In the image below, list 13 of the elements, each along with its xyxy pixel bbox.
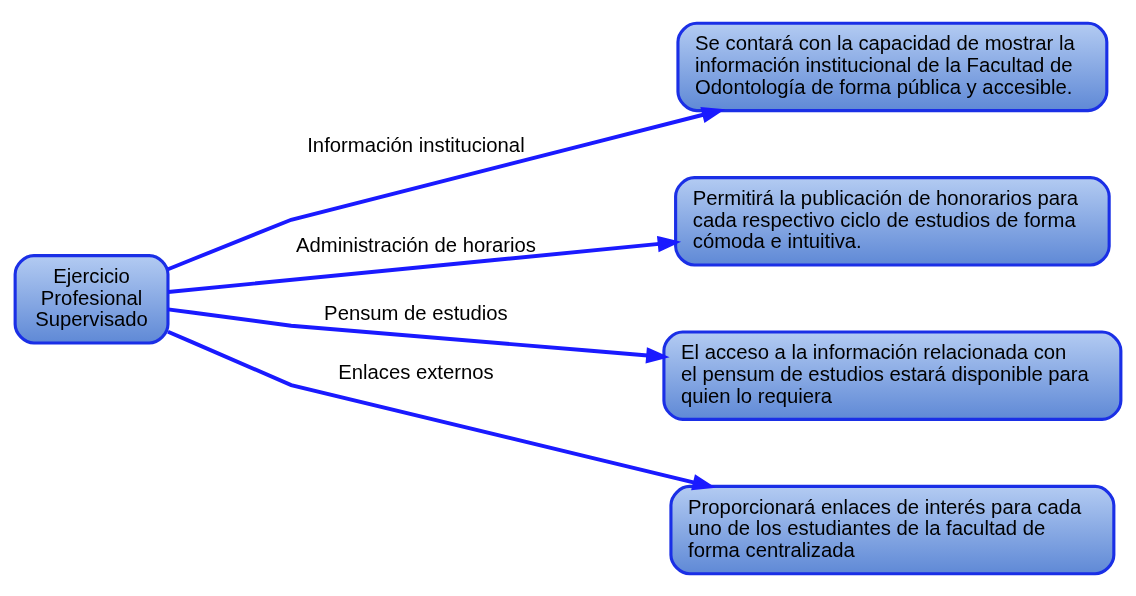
edge-label: Enlaces externos	[338, 360, 494, 383]
node-box: El acceso a la información relacionada con el pensum de estudios estará disponible para quien lo requiera	[662, 329, 1123, 421]
edge-label: Administración de horarios	[295, 233, 536, 256]
arrow	[167, 306, 670, 363]
edge-label: Pensum de estudios	[324, 301, 508, 324]
node-box: Se contará con la capacidad de mostrar la información institucional de la Facultad de Odontología de forma pública y accesible.	[676, 21, 1109, 112]
node-box: Proporcionará enlaces de interés para cada uno de los estudiantes de la facultad de forma centralizada	[669, 484, 1116, 575]
edge-label: Información institucional	[307, 133, 525, 156]
arrow	[167, 329, 716, 490]
node-box: Permitirá la publicación de honorarios para cada respectivo ciclo de estudios de forma cómoda e intuitiva.	[674, 175, 1111, 267]
node-box: Ejercicio Profesional Supervisado	[13, 253, 170, 344]
arrow	[167, 235, 682, 294]
arrow	[167, 106, 726, 271]
